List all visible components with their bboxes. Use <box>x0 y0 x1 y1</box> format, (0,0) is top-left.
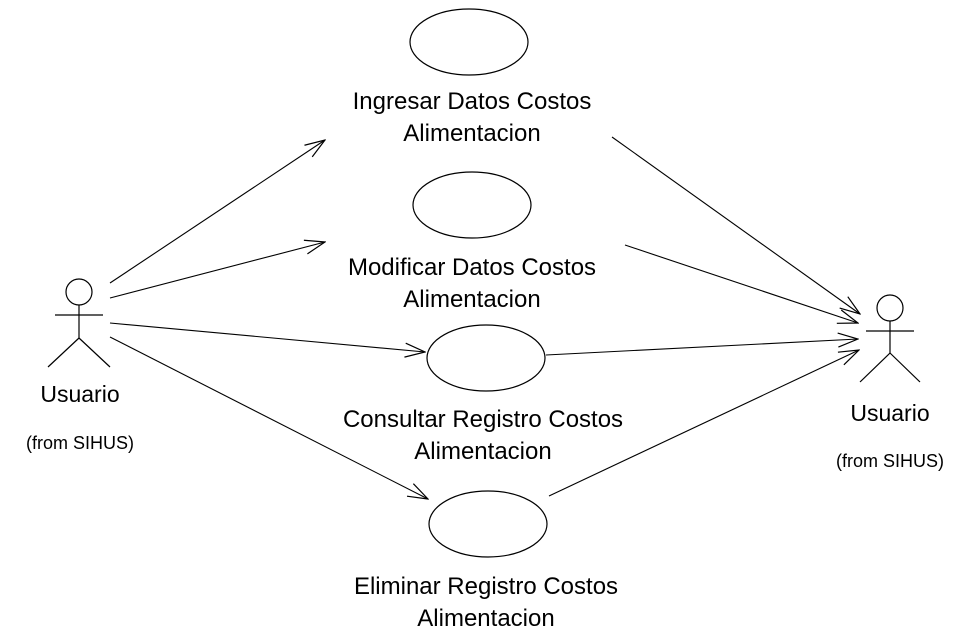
use-case-label-consultar: Consultar Registro Costos Alimentacion <box>303 404 663 468</box>
association-arrow-consultar-to-actor <box>545 339 858 356</box>
association-arrow-ingresar-to-actor <box>611 136 860 314</box>
association-arrow-modificar-to-actor <box>624 244 858 323</box>
use-case-label-line1: Consultar Registro Costos <box>342 406 624 433</box>
actor-left-from: (from SIHUS) <box>26 433 134 453</box>
association-arrow-ingresar <box>109 140 325 284</box>
use-case-label-line2: Alimentacion <box>414 438 552 465</box>
actor-left-figure[interactable] <box>47 278 111 368</box>
use-case-ellipse-ingresar[interactable] <box>409 8 529 76</box>
use-case-label-line1: Ingresar Datos Costos <box>352 88 592 115</box>
use-case-ellipse-modificar[interactable] <box>412 171 532 239</box>
use-case-label-modificar: Modificar Datos Costos Alimentacion <box>292 252 652 316</box>
use-case-label-line1: Eliminar Registro Costos <box>353 573 619 600</box>
use-case-label-ingresar: Ingresar Datos Costos Alimentacion <box>292 86 652 150</box>
use-case-ellipse-eliminar[interactable] <box>428 490 548 558</box>
actor-right-from: (from SIHUS) <box>836 451 944 471</box>
association-arrow-eliminar-to-actor <box>548 350 859 497</box>
association-arrow-eliminar <box>109 336 428 499</box>
actor-right-name: Usuario <box>850 400 930 426</box>
use-case-label-eliminar: Eliminar Registro Costos Alimentacion <box>306 571 666 635</box>
actor-right-figure[interactable] <box>859 294 921 383</box>
association-arrow-modificar <box>109 242 325 299</box>
use-case-label-line2: Alimentacion <box>417 605 555 632</box>
use-case-ellipse-consultar[interactable] <box>426 324 546 392</box>
use-case-label-line2: Alimentacion <box>403 120 541 147</box>
actor-left-name: Usuario <box>40 381 120 407</box>
use-case-label-line2: Alimentacion <box>403 286 541 313</box>
use-case-label-line1: Modificar Datos Costos <box>347 254 597 281</box>
association-arrow-consultar <box>109 322 425 352</box>
